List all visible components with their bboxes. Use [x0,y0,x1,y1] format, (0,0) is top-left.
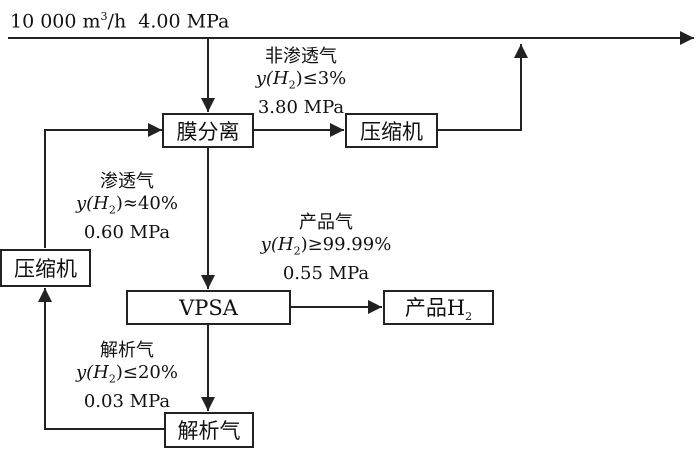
feed-label: 10 000 m3/h 4.00 MPa [10,10,230,33]
membrane-label: 膜分离 [176,119,240,144]
compressor-to-membrane-line [44,123,162,248]
permeate-concentration: y(H2)≈40% [75,193,178,217]
desorb-to-compressor-line [38,288,164,430]
nonpermeate-pressure: 3.80 MPa [257,96,345,118]
permeate-pressure: 0.60 MPa [83,221,171,243]
desorb-box: 解析气 [164,412,254,448]
desorb-concentration: y(H2)≤20% [75,362,178,386]
membrane-box: 膜分离 [162,113,254,148]
compressor-top-label: 压缩机 [360,119,423,144]
product-h2-label: 产品H2 [404,295,473,324]
nonpermeate-title: 非渗透气 [265,46,337,67]
desorb-pressure: 0.03 MPa [83,390,171,412]
compressor-to-header-line [438,44,528,131]
product-title: 产品气 [299,212,353,233]
nonpermeate-concentration: y(H2)≤3% [255,68,347,92]
desorb-title: 解析气 [100,340,154,361]
compressor-top-box: 压缩机 [345,113,438,148]
product-pressure: 0.55 MPa [282,262,370,284]
product-annotation: 产品气 y(H2)≥99.99% 0.55 MPa [246,212,406,285]
permeate-annotation: 渗透气 y(H2)≈40% 0.60 MPa [62,171,192,244]
permeate-title: 渗透气 [100,171,154,192]
product-h2-box: 产品H2 [383,290,494,325]
vpsa-label: VPSA [179,295,238,320]
compressor-left-box: 压缩机 [0,249,91,287]
desorb-annotation: 解析气 y(H2)≤20% 0.03 MPa [62,340,192,413]
desorb-box-label: 解析气 [177,419,241,443]
nonpermeate-annotation: 非渗透气 y(H2)≤3% 3.80 MPa [236,46,366,119]
compressor-left-label: 压缩机 [14,257,77,281]
product-concentration: y(H2)≥99.99% [260,234,392,258]
vpsa-box: VPSA [126,290,291,325]
